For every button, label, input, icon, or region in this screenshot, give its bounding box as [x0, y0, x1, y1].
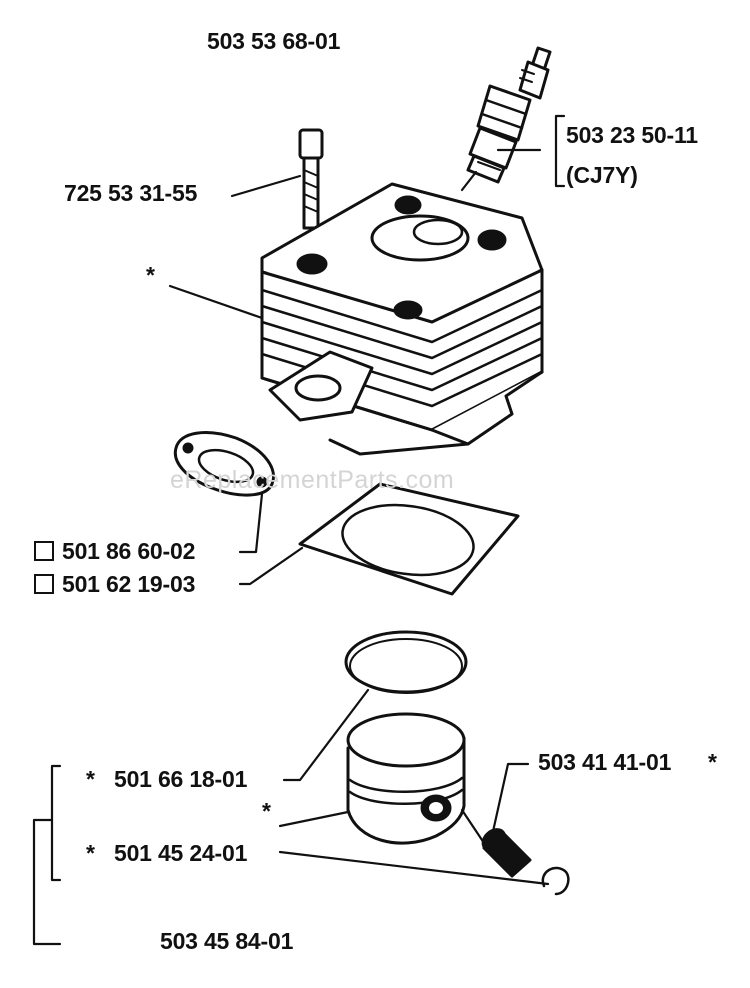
label-piston-pin: 503 41 41-01	[538, 749, 672, 775]
label-spark-plug: 503 23 50-11	[566, 122, 698, 148]
label-piston: 501 45 24-01	[114, 840, 248, 866]
checkbox-square-icon	[34, 541, 54, 561]
label-piston-marker: *	[262, 798, 271, 824]
label-spark-plug-type: (CJ7Y)	[566, 162, 638, 188]
label-piston-ring-marker: *	[86, 766, 95, 792]
label-gasket-large: 501 62 19-03	[34, 573, 195, 596]
piston-icon	[346, 712, 466, 845]
piston-pin-icon	[481, 828, 532, 878]
base-gasket-icon	[298, 482, 520, 596]
watermark-text: eReplacementParts.com	[170, 466, 455, 494]
cylinder-icon	[260, 182, 544, 456]
checkbox-square-icon	[34, 574, 54, 594]
piston-ring-icon	[344, 630, 468, 694]
label-top-assembly: 503 53 68-01	[207, 28, 341, 54]
label-piston-ring: 501 66 18-01	[114, 766, 248, 792]
leader-lines	[32, 114, 566, 946]
label-cylinder-marker: *	[146, 262, 155, 288]
label-screw: 725 53 31-55	[64, 180, 198, 206]
label-piston-kit: 503 45 84-01	[160, 928, 294, 954]
screw-icon	[298, 128, 324, 263]
label-piston-marker-2: *	[86, 840, 95, 866]
label-piston-pin-marker: *	[708, 749, 717, 775]
circlip-icon	[541, 866, 570, 896]
small-gasket-icon	[173, 431, 275, 497]
spark-plug-icon	[466, 46, 552, 184]
label-gasket-small: 501 86 60-02	[34, 540, 195, 563]
